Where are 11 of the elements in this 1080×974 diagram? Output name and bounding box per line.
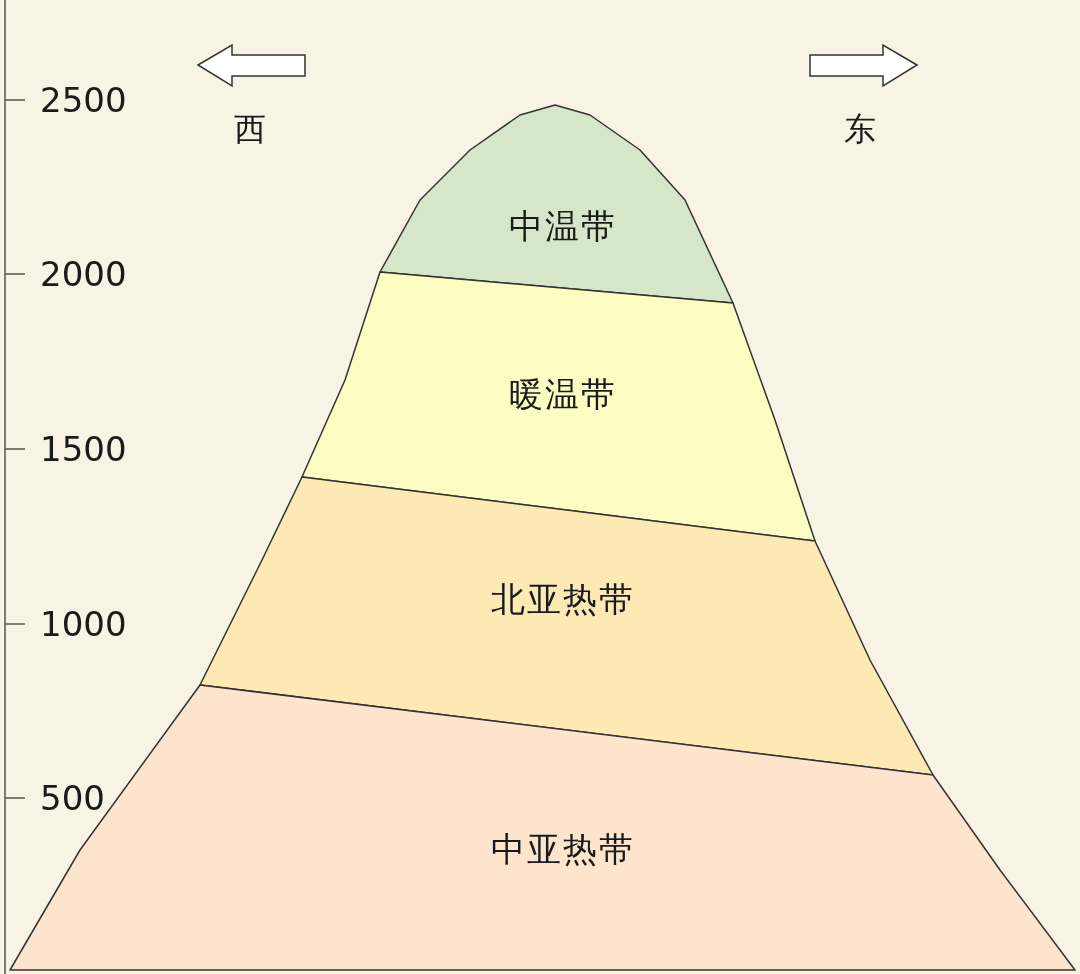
zone-label: 北亚热带 xyxy=(491,578,635,621)
zone-label: 中温带 xyxy=(509,205,617,248)
axis-tick-label: 2000 xyxy=(40,254,127,294)
axis-tick-label: 1500 xyxy=(40,429,127,469)
zone-label: 中亚热带 xyxy=(491,828,635,871)
zone-label: 暖温带 xyxy=(509,373,617,416)
direction-label: 东 xyxy=(844,109,876,150)
axis-tick-label: 500 xyxy=(40,778,105,818)
axis-tick-label: 1000 xyxy=(40,604,127,644)
direction-label: 西 xyxy=(234,109,266,150)
axis-tick-label: 2500 xyxy=(40,80,127,120)
